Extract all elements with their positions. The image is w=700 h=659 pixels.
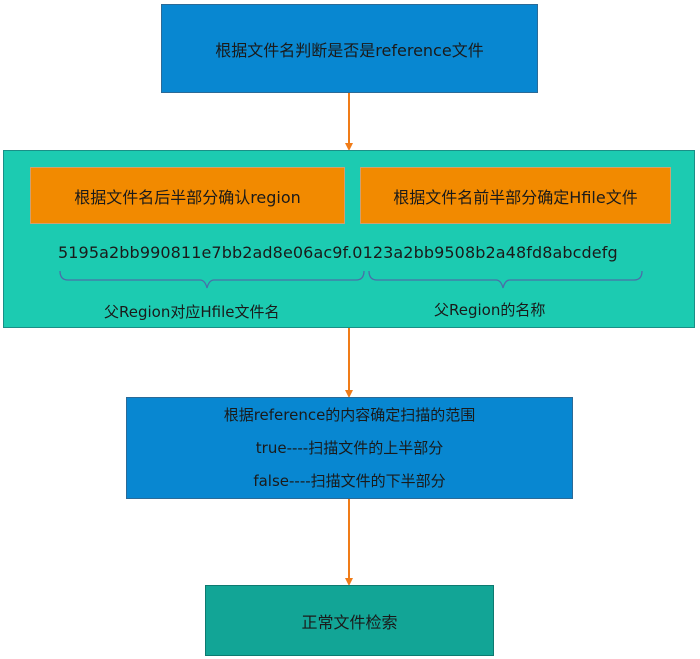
- step1-text: 根据文件名判断是否是reference文件: [215, 40, 484, 60]
- step3-line2: true----扫描文件的上半部分: [255, 438, 444, 457]
- right-brace-caption: 父Region的名称: [434, 301, 546, 319]
- left-brace-caption: 父Region对应Hfile文件名: [104, 303, 280, 321]
- step3-line3: false----扫描文件的下半部分: [253, 471, 446, 490]
- step1-box: 根据文件名判断是否是reference文件: [161, 4, 538, 93]
- step2-right-text: 根据文件名前半部分确定Hfile文件: [393, 187, 638, 207]
- step4-box: 正常文件检索: [205, 585, 494, 656]
- step2-left-box: 根据文件名后半部分确认region: [30, 167, 345, 224]
- step3-line1: 根据reference的内容确定扫描的范围: [223, 405, 476, 424]
- step4-text: 正常文件检索: [301, 612, 398, 632]
- step3-box: 根据reference的内容确定扫描的范围 true----扫描文件的上半部分 …: [126, 397, 573, 499]
- file-name-hash: 5195a2bb990811e7bb2ad8e06ac9f.0123a2bb95…: [58, 243, 618, 262]
- step2-right-box: 根据文件名前半部分确定Hfile文件: [360, 167, 671, 224]
- step2-left-text: 根据文件名后半部分确认region: [74, 187, 301, 207]
